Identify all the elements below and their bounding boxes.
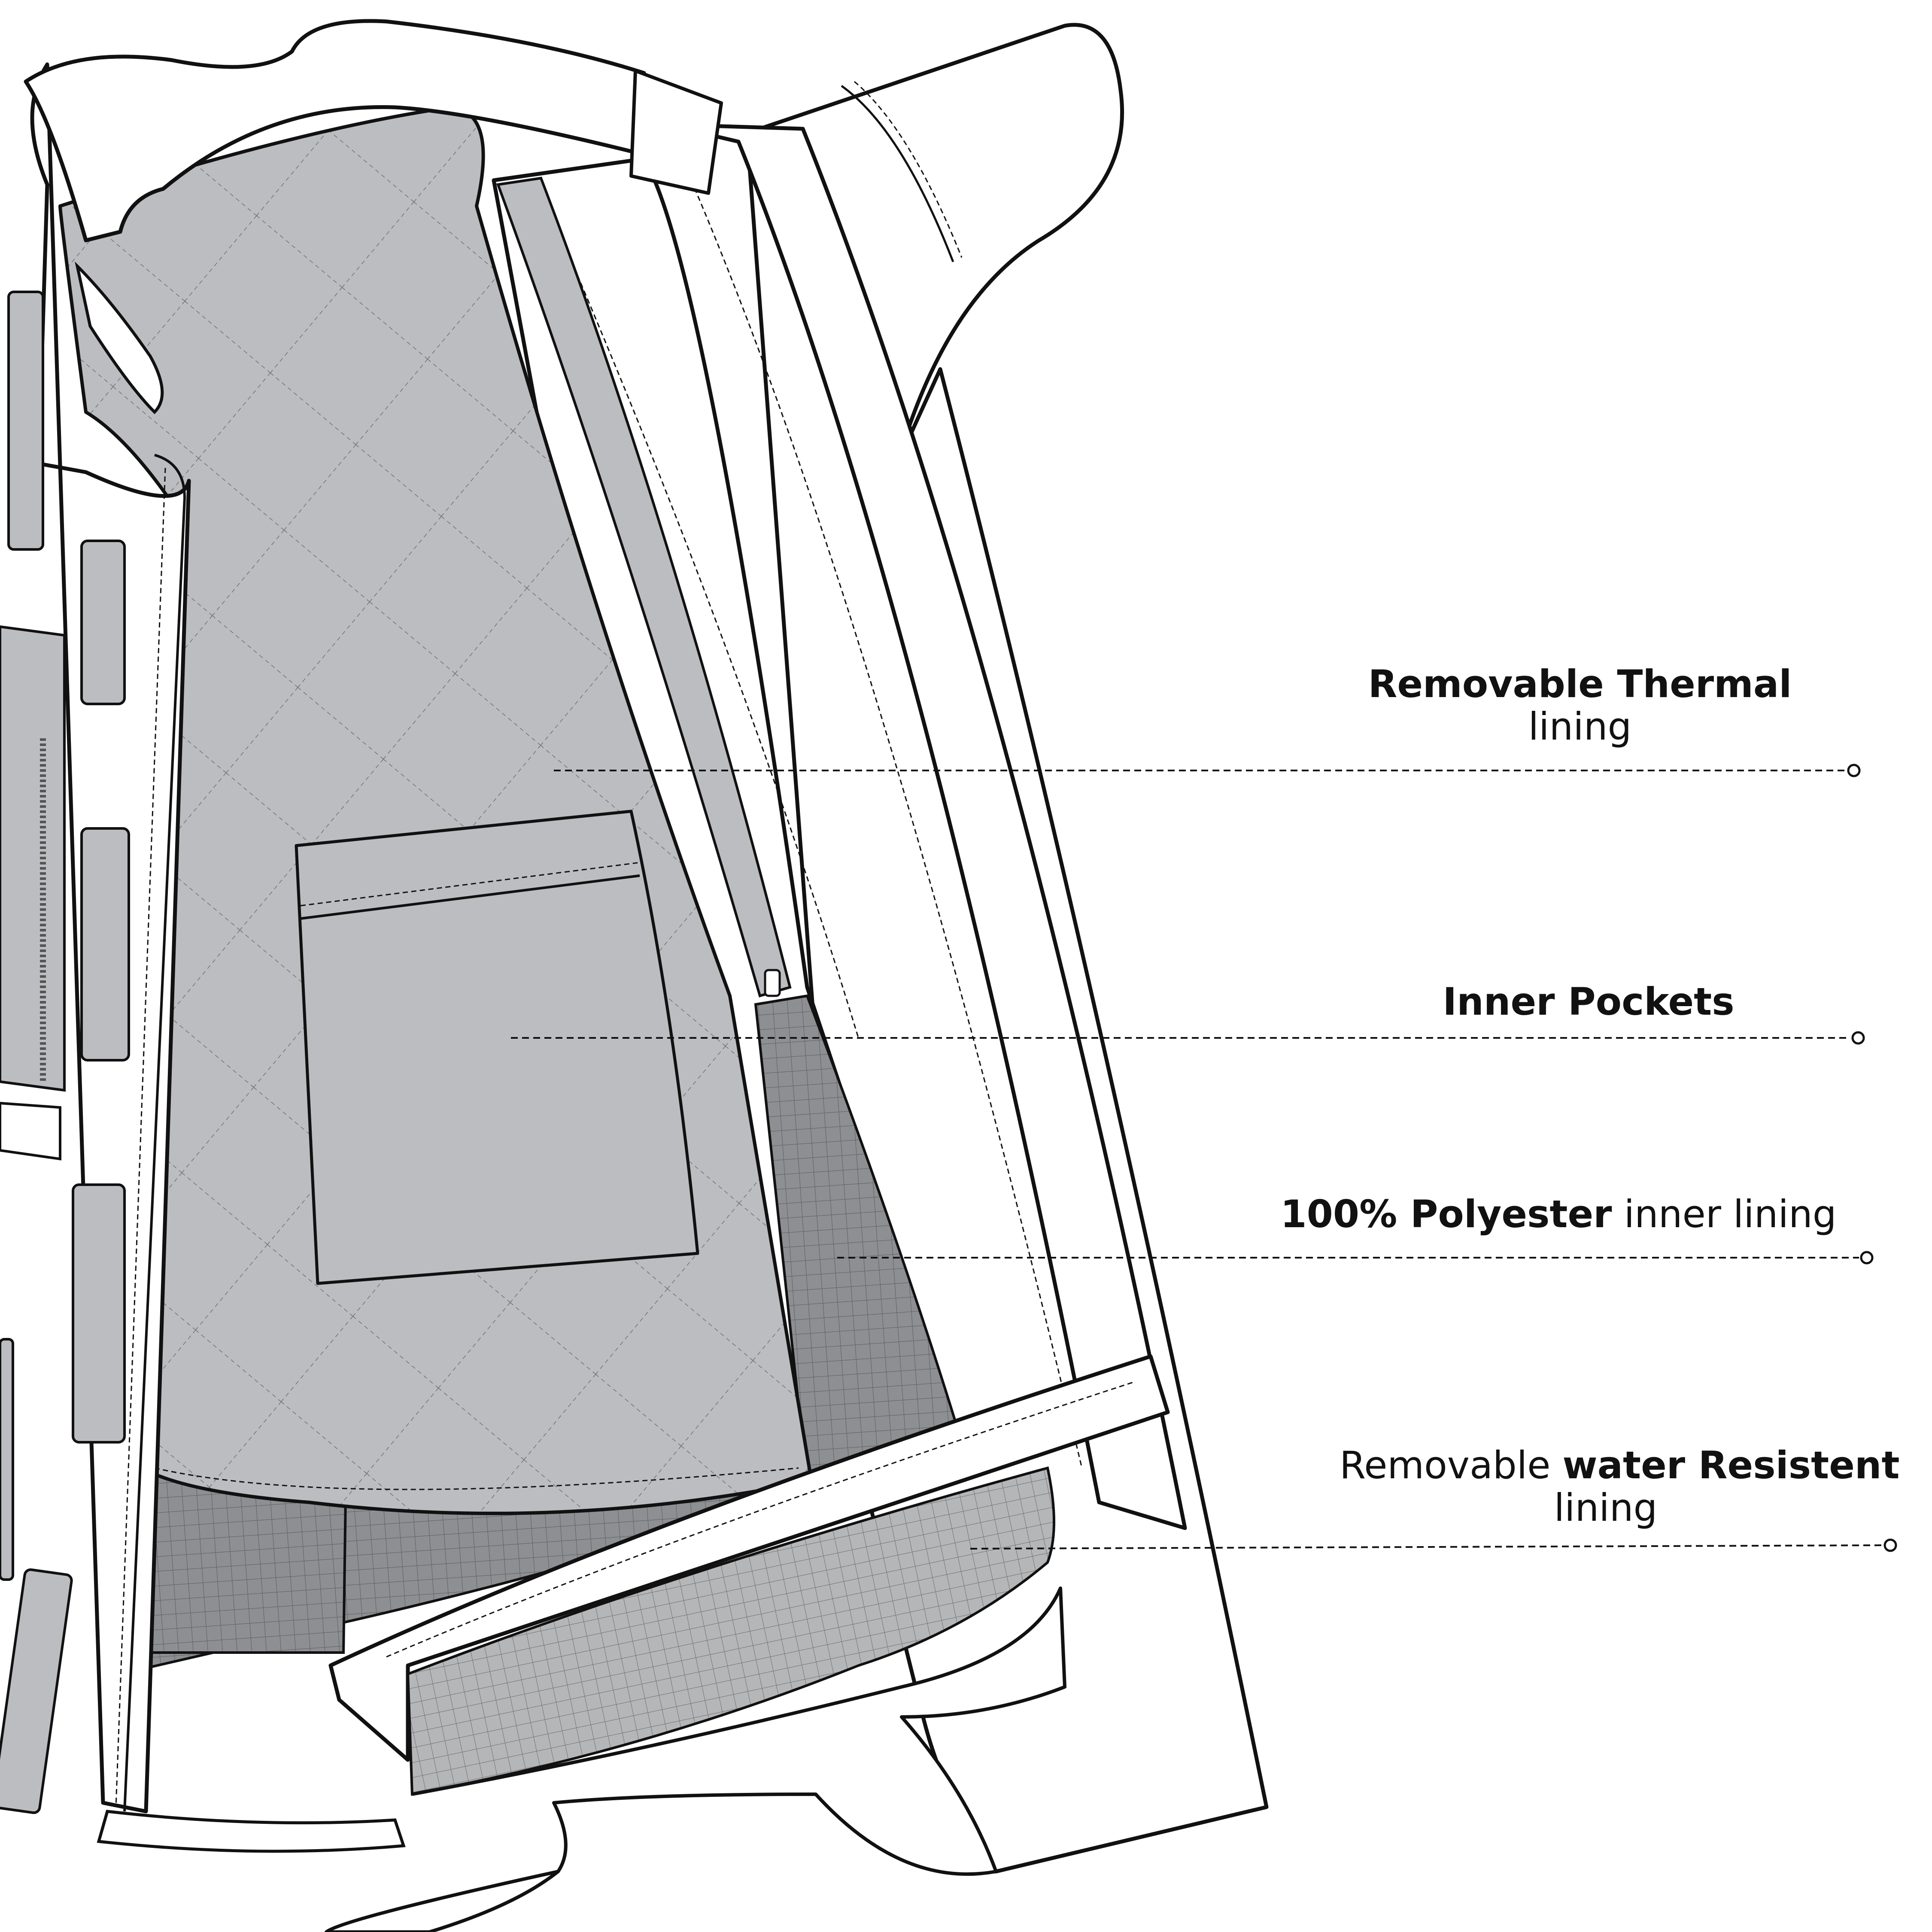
callout-inner-pockets: Inner Pockets (1417, 980, 1760, 1024)
zipper-pull (764, 969, 781, 997)
pocket-flap-line (300, 874, 640, 920)
facing-stitch (536, 180, 860, 1039)
leader-endpoints (1847, 764, 1897, 1552)
leader-lines (511, 770, 1883, 1550)
zipper-track (496, 176, 792, 998)
left-panel-inner (123, 454, 186, 1812)
hem-band (328, 1354, 1170, 1762)
bottom-left-hem (97, 1810, 406, 1853)
sleeve-seam (841, 85, 954, 262)
sleeve-stitch (854, 81, 963, 258)
collar-tab (629, 69, 723, 195)
callout-water-resistant-lining: Removable water Resistent lining (1340, 1443, 1900, 1530)
placket-stitch (690, 180, 1083, 1468)
callout-thermal-sub: lining (1528, 704, 1632, 749)
callout-polyester-title: 100% Polyester inner lining (1280, 1192, 1837, 1236)
side-panel-edge (0, 1101, 61, 1161)
collar-loop (75, 261, 164, 414)
placket-line (737, 141, 1100, 1503)
lower-hem (325, 1586, 1066, 1932)
leader-dot-polyester (1860, 1251, 1874, 1265)
callout-water-sub: lining (1554, 1485, 1658, 1530)
callout-thermal-lining: Removable Thermal lining (1365, 663, 1795, 748)
hem-stitch (386, 1381, 1134, 1658)
inner-pocket (295, 810, 699, 1285)
leader-water (970, 1544, 1883, 1550)
collar (24, 19, 646, 243)
callout-water-title: Removable water Resistent (1340, 1443, 1900, 1487)
vent-strips (0, 291, 130, 1814)
callout-pockets-title: Inner Pockets (1443, 980, 1735, 1024)
leader-dot-thermal (1847, 764, 1861, 777)
leader-dot-pockets (1851, 1031, 1865, 1045)
water-resistant-lining (406, 1466, 1055, 1796)
thermal-lining-border (154, 1467, 799, 1490)
leader-dot-water (1883, 1538, 1897, 1552)
side-zip-panel (0, 625, 66, 1092)
callout-polyester-lining: 100% Polyester inner lining (1279, 1193, 1838, 1236)
callout-thermal-title: Removable Thermal (1368, 662, 1792, 706)
left-panel-stitch (115, 467, 166, 1808)
pocket-flap-stitch (300, 862, 638, 907)
